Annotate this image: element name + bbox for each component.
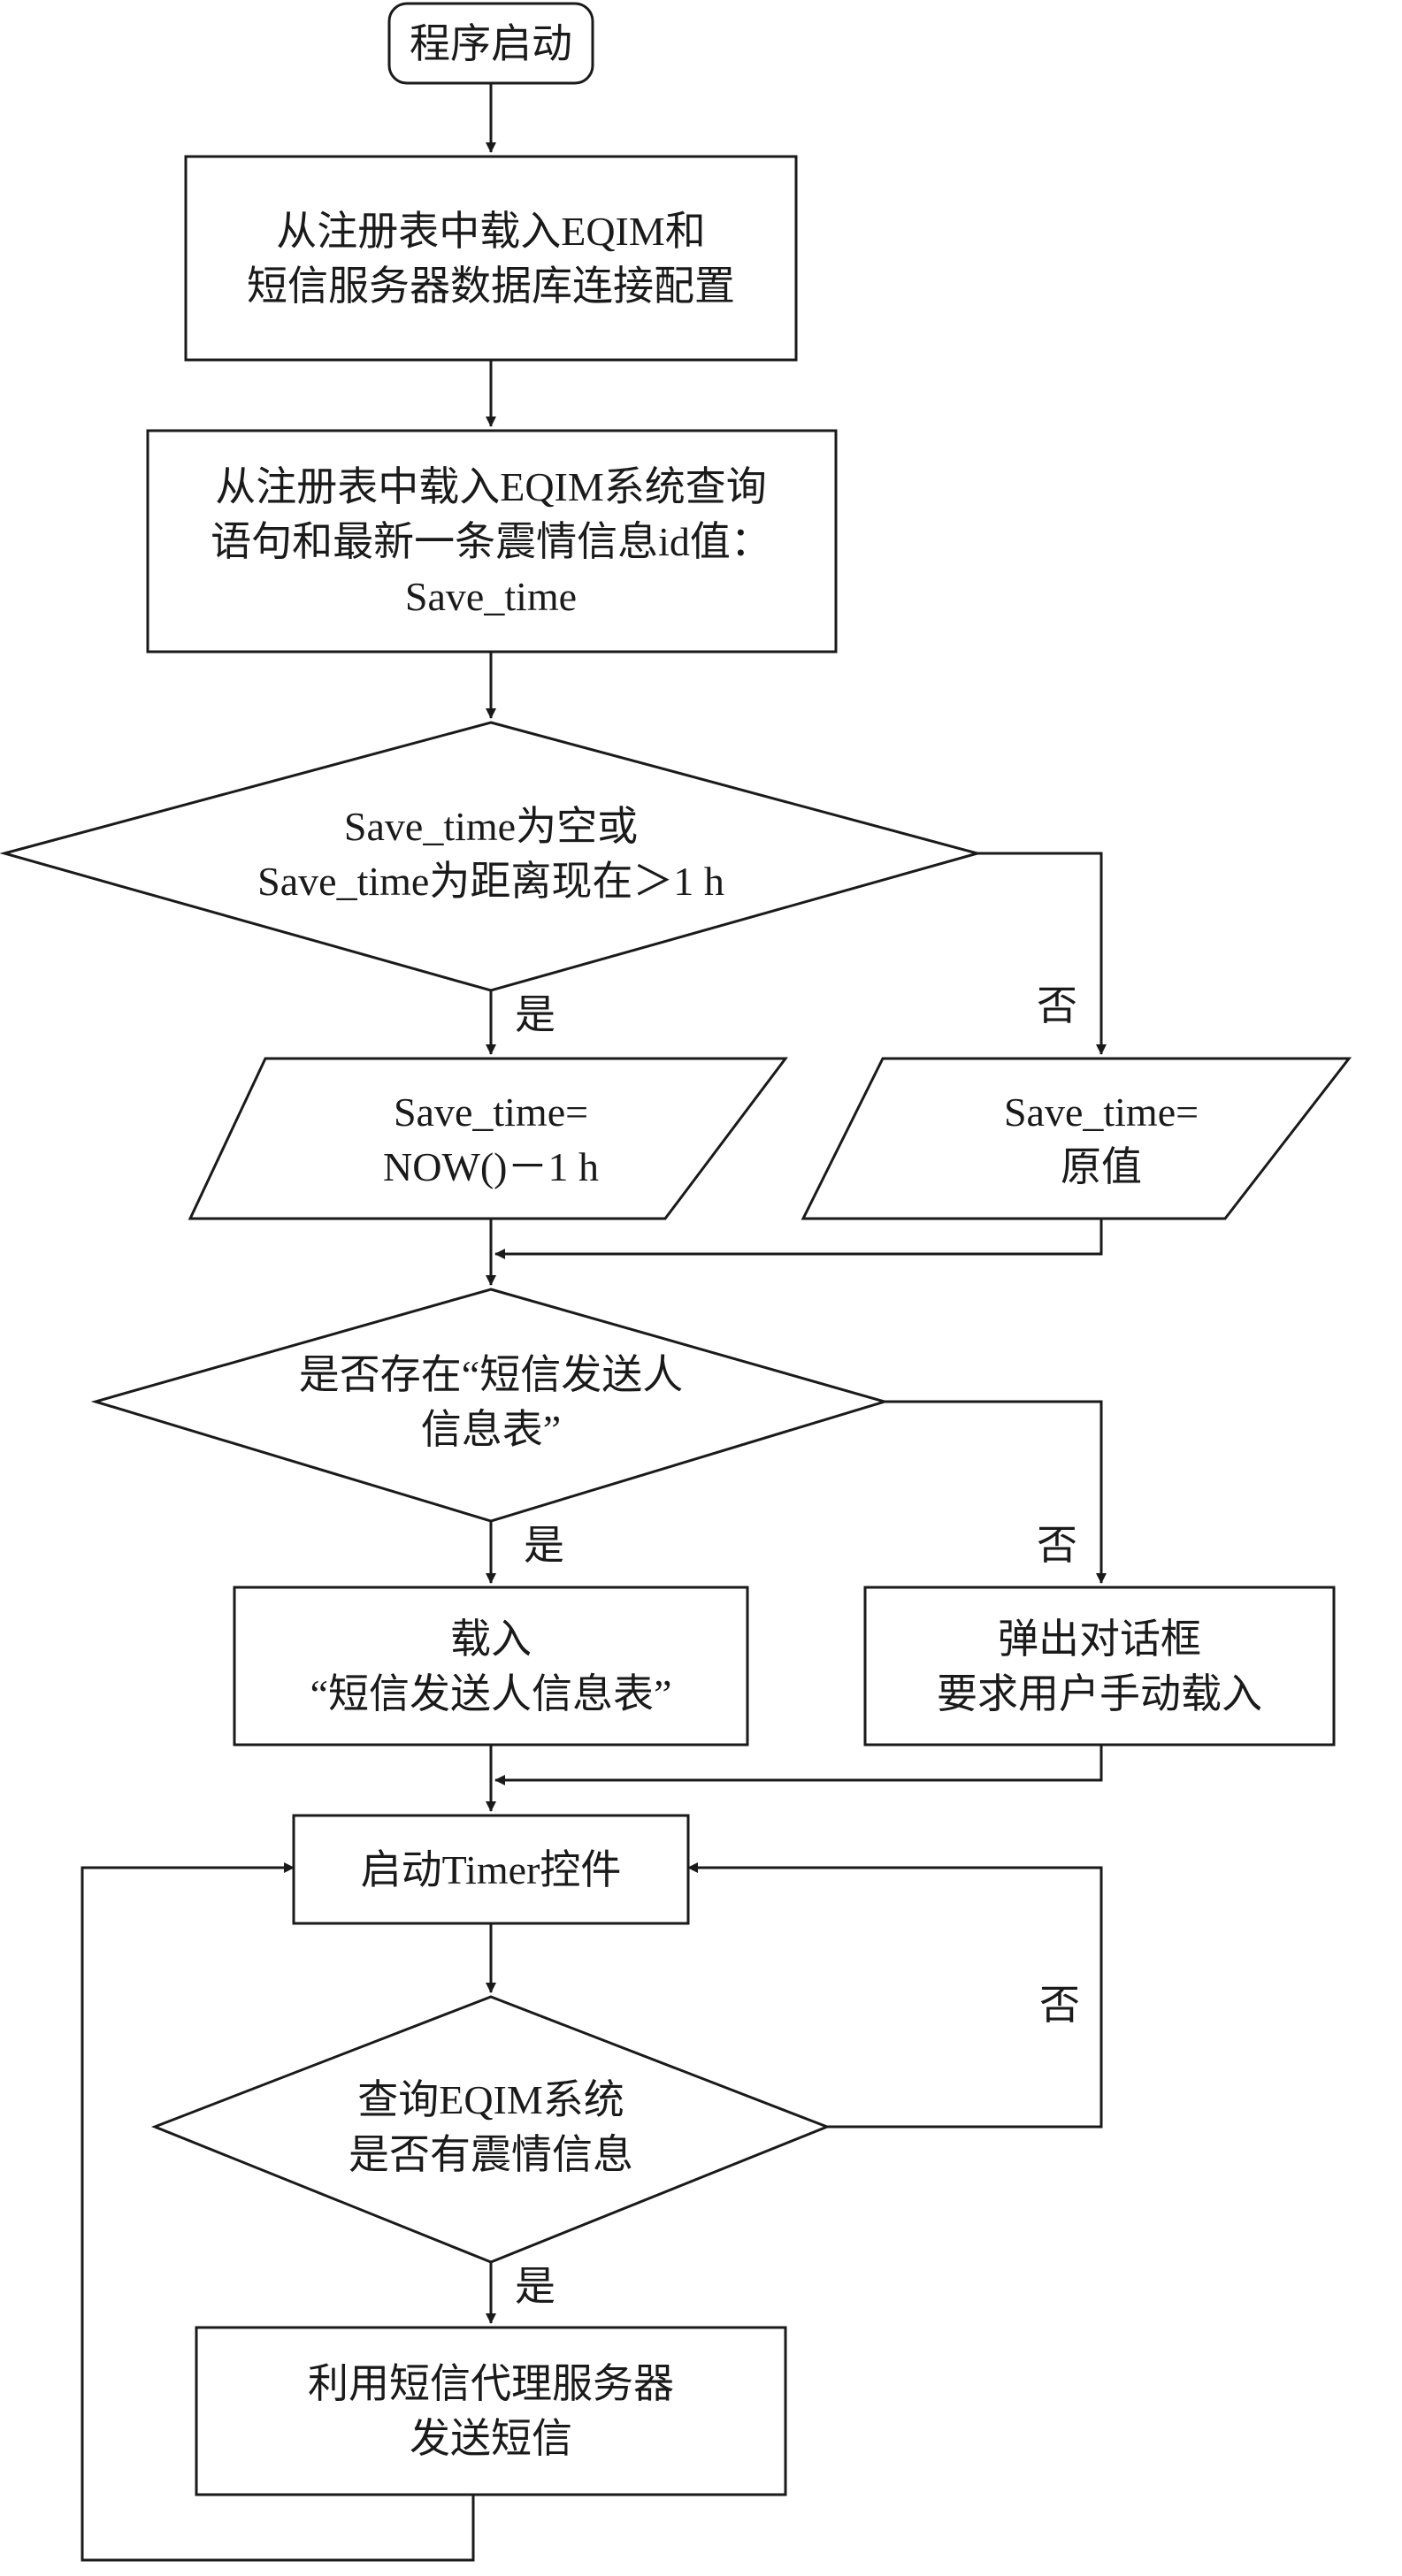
edge-send-loop-back (80, 1862, 475, 2562)
check-table-line: 信息表” (421, 1407, 561, 1452)
set-now-text: Save_time= NOW()－1 h (383, 1089, 599, 1189)
start-node: 程序启动 (387, 2, 594, 85)
check-table-decision: 是否存在“短信发送人信息表” (90, 1288, 890, 1523)
load-config-line: 短信服务器数据库连接配置 (247, 264, 735, 309)
start-line: 程序启动 (410, 21, 572, 66)
load-table-line: “短信发送人信息表” (310, 1671, 672, 1716)
label-time-yes: 是 (515, 992, 555, 1037)
check-time-line: Save_time为距离现在＞1 h (257, 859, 724, 904)
check-time-text: Save_time为空或 Save_time为距离现在＞1 h (257, 804, 724, 904)
edge-keep-value-merge (494, 1219, 1103, 1259)
query-eqim-line: 是否有震情信息 (349, 2132, 633, 2177)
send-sms-text: 利用短信代理服务器发送短信 (308, 2361, 674, 2461)
label-table-no: 否 (1037, 1523, 1077, 1568)
set-now-line: NOW()－1 h (383, 1144, 599, 1189)
load-config-text: 从注册表中载入EQIM和短信服务器数据库连接配置 (247, 209, 735, 309)
load-table-line: 载入 (450, 1617, 532, 1662)
load-query-box: 从注册表中载入EQIM系统查询语句和最新一条震情信息id值： Save_time (146, 429, 838, 654)
query-eqim-line: 查询EQIM系统 (357, 2077, 624, 2122)
load-table-text: 载入 “短信发送人信息表” (310, 1617, 672, 1716)
edge-labels: 是 否 是 否 否 是 (515, 983, 1080, 2309)
check-table-text: 是否存在“短信发送人信息表” (299, 1352, 683, 1452)
check-time-line: Save_time为空或 (344, 804, 638, 849)
load-query-text: 从注册表中载入EQIM系统查询语句和最新一条震情信息id值： Save_time (211, 464, 771, 619)
keep-value-line: Save_time= (1004, 1089, 1199, 1135)
start-timer-line: 启动Timer控件 (361, 1847, 622, 1892)
label-time-no: 否 (1037, 983, 1077, 1028)
query-eqim-text: 查询EQIM系统是否有震情信息 (349, 2077, 633, 2177)
label-query-yes: 是 (515, 2264, 555, 2309)
send-sms-box: 利用短信代理服务器发送短信 (195, 2326, 787, 2496)
start-node-text: 程序启动 (410, 21, 572, 66)
label-query-no: 否 (1039, 1983, 1080, 2028)
set-now-line: Save_time= (394, 1089, 588, 1135)
check-time-decision: Save_time为空或 Save_time为距离现在＞1 h (0, 721, 983, 992)
load-query-line: 从注册表中载入EQIM系统查询 (215, 464, 767, 509)
keep-value-text: Save_time= 原值 (1004, 1089, 1199, 1189)
load-query-line: Save_time (405, 574, 577, 619)
send-sms-line: 利用短信代理服务器 (308, 2361, 674, 2406)
edge-prompt-merge (494, 1745, 1103, 1785)
prompt-user-line: 弹出对话框 (998, 1617, 1201, 1662)
keep-value-parallelogram: Save_time= 原值 (801, 1057, 1352, 1220)
keep-value-line: 原值 (1061, 1144, 1142, 1189)
send-sms-line: 发送短信 (410, 2416, 572, 2461)
load-query-line: 语句和最新一条震情信息id值： (211, 519, 771, 564)
prompt-user-box: 弹出对话框要求用户手动载入 (863, 1586, 1336, 1747)
load-table-box: 载入 “短信发送人信息表” (233, 1586, 749, 1747)
prompt-user-line: 要求用户手动载入 (937, 1671, 1262, 1716)
load-config-line: 从注册表中载入EQIM和 (276, 209, 706, 254)
load-config-box: 从注册表中载入EQIM和短信服务器数据库连接配置 (184, 155, 798, 362)
label-table-yes: 是 (524, 1523, 564, 1568)
check-table-line: 是否存在“短信发送人 (299, 1352, 683, 1397)
start-timer-box: 启动Timer控件 (292, 1814, 690, 1925)
query-eqim-decision: 查询EQIM系统是否有震情信息 (150, 1995, 831, 2264)
edge-check-time-no (977, 852, 1107, 1055)
edge-query-no-loop (687, 1862, 1103, 2129)
edge-check-table-no (885, 1400, 1107, 1584)
set-now-parallelogram: Save_time= NOW()－1 h (188, 1057, 789, 1220)
prompt-user-text: 弹出对话框要求用户手动载入 (937, 1617, 1262, 1716)
start-timer-text: 启动Timer控件 (361, 1847, 622, 1892)
